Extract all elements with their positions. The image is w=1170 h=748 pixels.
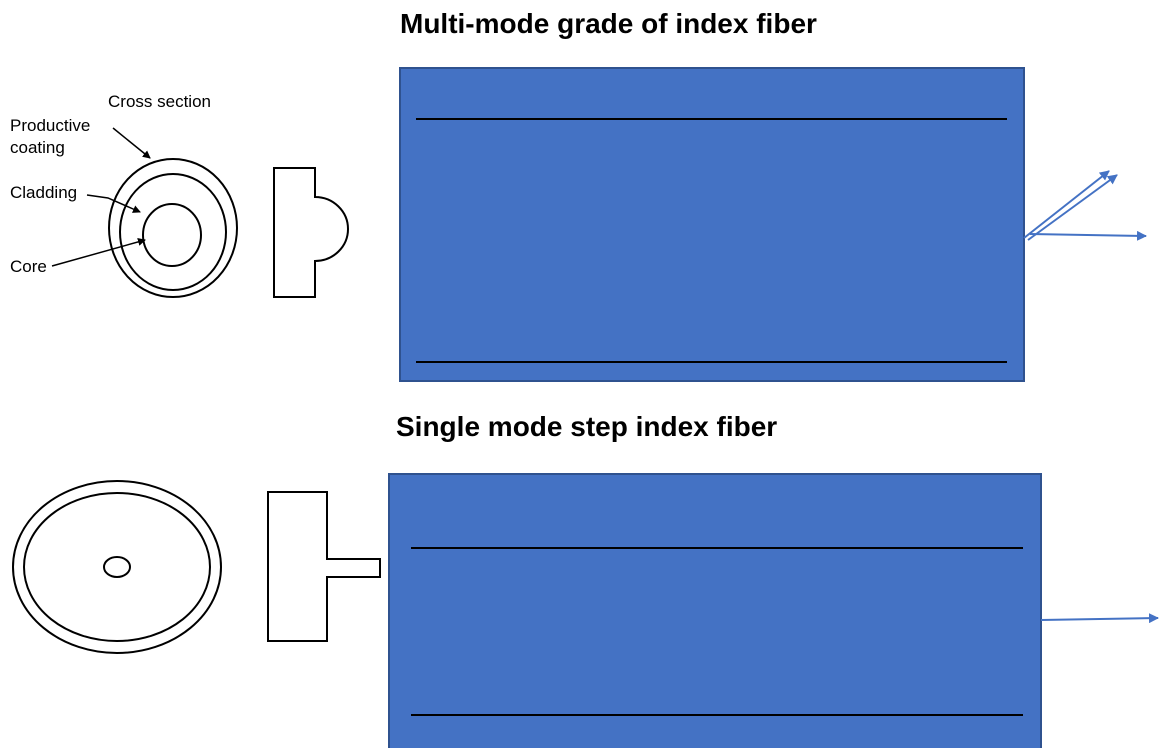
singlemode-fiber-body bbox=[388, 473, 1042, 748]
singlemode-output-ray bbox=[1040, 613, 1159, 624]
ray-arrow-2 bbox=[1027, 174, 1118, 241]
singlemode-title: Single mode step index fiber bbox=[396, 411, 778, 442]
multimode-index-profile bbox=[273, 167, 349, 298]
core-label: Core bbox=[10, 257, 47, 276]
protective-leader bbox=[112, 127, 151, 159]
core-circle bbox=[142, 203, 202, 267]
singlemode-inner-ring bbox=[23, 492, 211, 642]
multimode-title: Multi-mode grade of index fiber bbox=[400, 8, 817, 39]
protective-coating-label-line1: Productive bbox=[10, 116, 91, 135]
ray-arrow-3 bbox=[1029, 230, 1147, 241]
protective-coating-label-line2: coating bbox=[10, 138, 65, 157]
singlemode-cross-section bbox=[12, 480, 222, 654]
ray-arrow-1 bbox=[1023, 170, 1110, 239]
cross-section-label: Cross section bbox=[108, 92, 211, 111]
singlemode-index-profile bbox=[267, 491, 381, 642]
multimode-fiber-body bbox=[399, 67, 1025, 382]
cladding-leader bbox=[86, 194, 141, 213]
singlemode-core-circle bbox=[103, 556, 131, 578]
multimode-cross-section bbox=[108, 158, 238, 298]
multimode-leaders bbox=[51, 127, 151, 267]
protective-coating-ring bbox=[108, 158, 238, 298]
core-leader bbox=[51, 238, 146, 267]
cladding-ring bbox=[119, 173, 227, 291]
multimode-output-rays bbox=[1023, 170, 1147, 241]
singlemode-outer-ring bbox=[12, 480, 222, 654]
cladding-label: Cladding bbox=[10, 183, 78, 202]
